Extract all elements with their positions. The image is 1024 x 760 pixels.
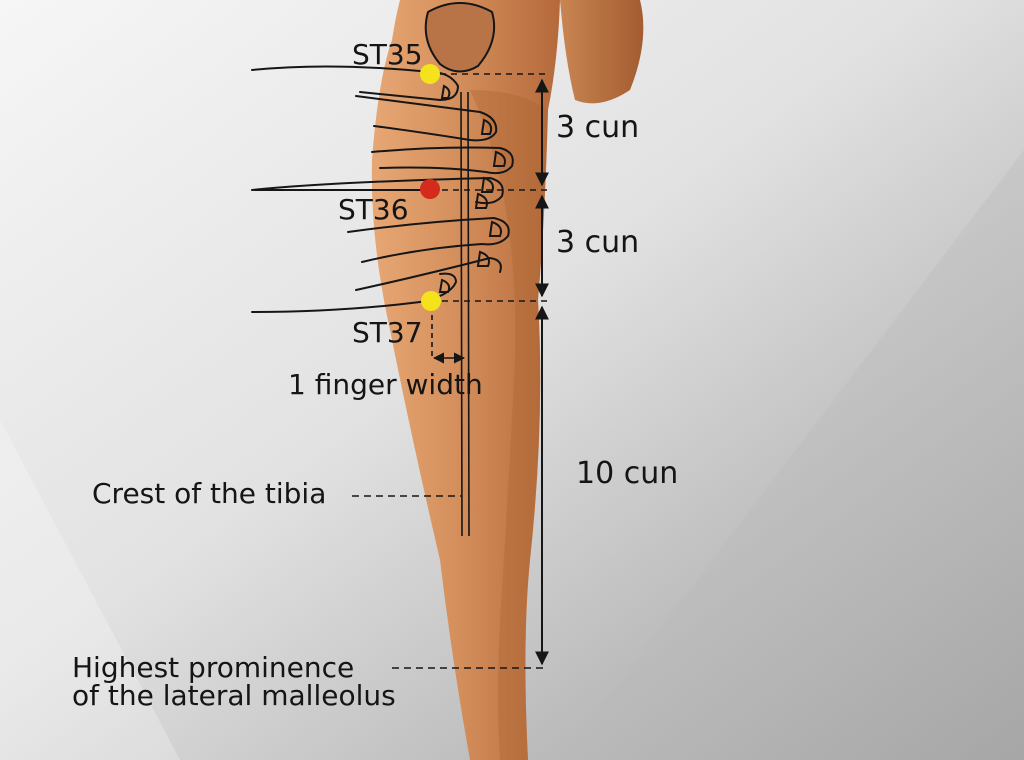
malleolus-label-line2: of the lateral malleolus bbox=[72, 679, 396, 712]
malleolus-label-line1: Highest prominence bbox=[72, 651, 354, 684]
tibia-crest-line-right bbox=[467, 91, 470, 537]
background-shadow-band bbox=[560, 150, 1024, 760]
st37-point bbox=[421, 291, 441, 311]
st36-point bbox=[420, 179, 440, 199]
st35-label: ST35 bbox=[352, 38, 423, 71]
measurement-arrows bbox=[432, 78, 549, 666]
st35-point bbox=[420, 64, 440, 84]
lower-cun-label: 10 cun bbox=[576, 456, 678, 491]
finger-width-label: 1 finger width bbox=[288, 368, 483, 401]
tibia-crest-label: Crest of the tibia bbox=[92, 477, 326, 510]
background-light-band bbox=[0, 420, 180, 760]
guide-lines bbox=[352, 73, 548, 669]
leg-inner-shadow bbox=[470, 90, 548, 760]
patella-outline bbox=[424, 2, 496, 73]
tibia-crest-line-left bbox=[460, 91, 463, 537]
other-leg bbox=[560, 0, 644, 104]
upper-cun-label: 3 cun bbox=[556, 110, 639, 145]
st36-label: ST36 bbox=[338, 193, 409, 226]
middle-cun-label: 3 cun bbox=[556, 225, 639, 260]
st37-label: ST37 bbox=[352, 316, 423, 349]
